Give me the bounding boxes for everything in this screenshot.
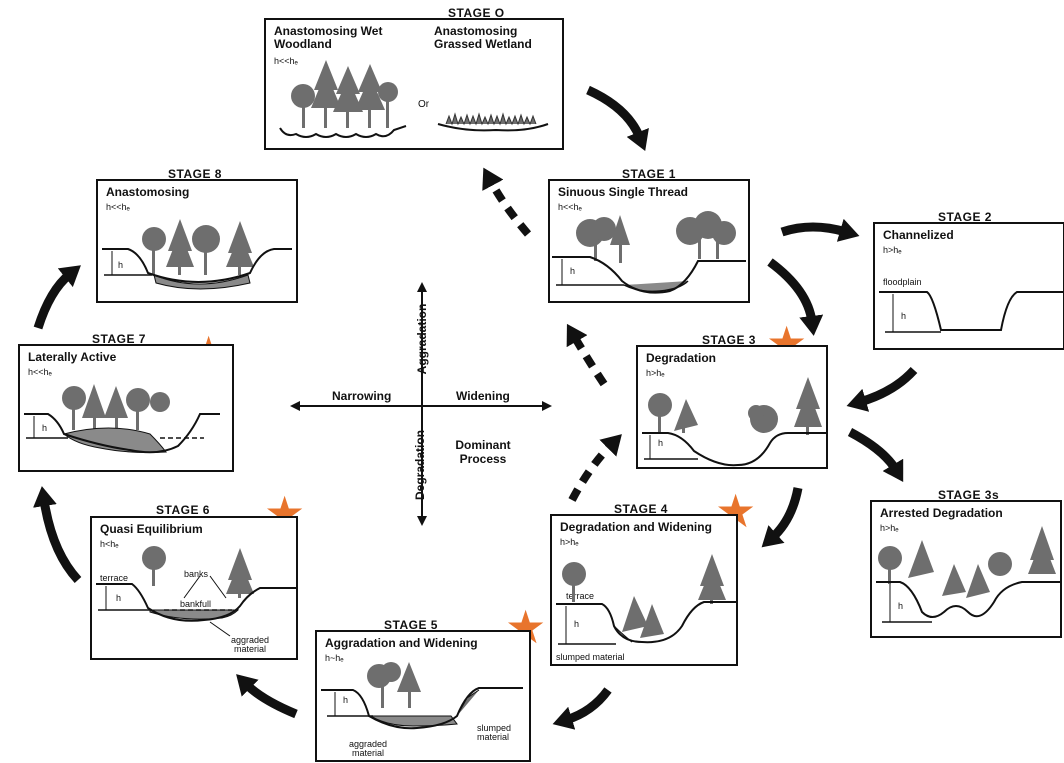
stage-0-illustration — [279, 60, 549, 138]
stage-1-title: Sinuous Single Thread — [558, 185, 689, 199]
stage-4-relation: h>hₑ — [560, 537, 579, 547]
stage-8-h: h — [118, 260, 124, 270]
axis-aggradation: Aggradation — [415, 303, 429, 375]
arrow-stage0-to-stage1 — [586, 85, 649, 151]
arrow-stage4-to-stage5 — [552, 687, 612, 730]
process-axes — [290, 282, 552, 526]
stage-6-bankfull: bankfull — [180, 599, 212, 609]
stage-0-relation: h<<hₑ — [274, 56, 298, 66]
stage-0-right-title: Anastomosing Grassed Wetland — [434, 24, 532, 51]
stage-4-h: h — [574, 619, 580, 629]
stage-2-relation: h>hₑ — [883, 245, 902, 255]
stage-3s-illustration — [876, 526, 1060, 623]
stage-7-title: Laterally Active — [28, 350, 117, 364]
stage-7-panel: Laterally Active h<<hₑ h — [18, 344, 234, 472]
stage-2-illustration — [879, 291, 1063, 333]
stage-0-left-title: Anastomosing Wet Woodland — [274, 24, 383, 51]
stage-8-label: STAGE 8 — [168, 167, 222, 181]
stage-4-title: Degradation and Widening — [560, 520, 712, 534]
stage-3-title: Degradation — [646, 351, 717, 365]
stage-6-terrace: terrace — [100, 573, 129, 583]
stage-4-panel: Degradation and Widening h>hₑ terrace h … — [550, 514, 738, 666]
stage-0-label: STAGE O — [448, 6, 505, 20]
stage-8-illustration — [102, 219, 292, 290]
stage-3s-panel: Arrested Degradation h>hₑ h — [870, 500, 1062, 638]
arrow-stage4-to-stage3-dashed — [568, 434, 622, 502]
stage-0-panel: Anastomosing Wet Woodland Anastomosing G… — [264, 18, 564, 150]
stage-3-panel: Degradation h>hₑ h — [636, 345, 828, 469]
arrow-stage1-to-stage0-dashed — [482, 167, 532, 237]
arrow-stage1-to-stage3 — [767, 258, 824, 336]
axis-dominant-process: Dominant Process — [455, 438, 511, 466]
arrow-stage3-to-stage3s — [847, 428, 904, 483]
stage-7-relation: h<<hₑ — [28, 367, 52, 377]
stage-4-illustration — [556, 554, 736, 645]
stage-3-relation: h>hₑ — [646, 368, 665, 378]
stage-4-label: STAGE 4 — [614, 502, 668, 516]
stage-5-title: Aggradation and Widening — [325, 636, 478, 650]
arrow-stage5-to-stage6 — [236, 674, 298, 719]
stage-1-panel: Sinuous Single Thread h<<hₑ h — [548, 179, 750, 303]
stage-7-h: h — [42, 423, 48, 433]
stage-6-label: STAGE 6 — [156, 503, 210, 517]
stage-1-h: h — [570, 266, 576, 276]
stage-7-label: STAGE 7 — [92, 332, 146, 346]
stage-6-h: h — [116, 593, 122, 603]
stage-8-panel: Anastomosing h<<hₑ h — [96, 179, 298, 303]
stage-2-panel: Channelized h>hₑ floodplain h — [873, 222, 1064, 350]
stage-3s-title: Arrested Degradation — [880, 506, 1003, 520]
arrow-stage1-to-stage2 — [780, 218, 860, 242]
stage-5-relation: h~hₑ — [325, 653, 344, 663]
arrow-stage3-to-stage4 — [761, 487, 803, 548]
stage-8-relation: h<<hₑ — [106, 202, 130, 212]
stage-3s-relation: h>hₑ — [880, 523, 899, 533]
axis-widening: Widening — [456, 389, 510, 403]
stage-1-relation: h<<hₑ — [558, 202, 582, 212]
stage-2-floodplain: floodplain — [883, 277, 922, 287]
stage-1-label: STAGE 1 — [622, 167, 676, 181]
stage-6-relation: h<hₑ — [100, 539, 119, 549]
stage-3-h: h — [658, 438, 664, 448]
arrow-stage6-to-stage7 — [33, 486, 82, 584]
stage-2-title: Channelized — [883, 228, 954, 242]
stage-2-label: STAGE 2 — [938, 210, 992, 224]
stage-6-panel: Quasi Equilibrium h<hₑ terrace h banks b… — [90, 516, 298, 660]
stage-5-illustration — [321, 662, 523, 730]
stage-1-illustration — [552, 211, 746, 294]
stage-5-aggraded: aggraded material — [348, 739, 388, 758]
stage-4-slumped: slumped material — [556, 652, 625, 662]
stage-8-title: Anastomosing — [106, 185, 190, 199]
stage-6-aggraded: aggraded material — [230, 635, 270, 654]
stage-3s-label: STAGE 3s — [938, 488, 1000, 502]
arrow-stage3-to-stage1-dashed — [566, 323, 608, 387]
arrow-stage7-to-stage8 — [33, 265, 81, 330]
axis-degradation: Degradation — [413, 430, 427, 501]
stage-3-label: STAGE 3 — [702, 333, 756, 347]
stage-6-illustration — [96, 546, 296, 637]
stage-6-title: Quasi Equilibrium — [100, 522, 203, 536]
stage-7-illustration — [24, 384, 220, 454]
stage-2-h: h — [901, 311, 907, 321]
stage-3-illustration — [642, 377, 826, 467]
stage-0-or: Or — [418, 99, 430, 110]
axis-narrowing: Narrowing — [332, 389, 392, 403]
stage-5-label: STAGE 5 — [384, 618, 438, 632]
stage-3s-h: h — [898, 601, 904, 611]
stage-5-panel: Aggradation and Widening h~hₑ h aggraded… — [315, 630, 531, 762]
stage-5-h: h — [343, 695, 349, 705]
stage-6-banks: banks — [184, 569, 209, 579]
arrow-stage2-to-stage3 — [846, 366, 918, 412]
stage-5-slumped: slumped material — [477, 723, 512, 742]
stage-4-terrace: terrace — [566, 591, 595, 601]
